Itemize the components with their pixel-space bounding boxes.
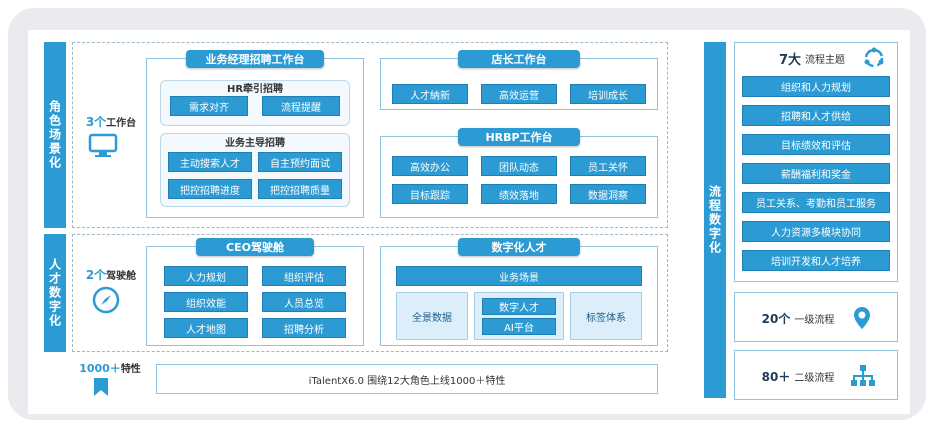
theme-item-5: 员工关系、考勤和员工服务 bbox=[742, 192, 890, 213]
theme-item-4: 薪酬福利和奖金 bbox=[742, 163, 890, 184]
tag-system-box: 标签体系 bbox=[570, 292, 642, 340]
traits-count: 1000＋特性 bbox=[72, 360, 148, 376]
ceo-item-1: 人力规划 bbox=[164, 266, 248, 286]
level1-panel bbox=[734, 292, 898, 342]
talent-digital-label: 人才数字化 bbox=[47, 258, 62, 328]
digital-talent-title: 数字化人才 bbox=[458, 238, 580, 256]
traits-banner: iTalentX6.0 围绕12大角色上线1000＋特性 bbox=[156, 364, 658, 394]
location-pin-icon bbox=[854, 307, 870, 329]
cockpit-count-number: 2个 bbox=[85, 268, 107, 282]
hrbp-title: HRBP工作台 bbox=[458, 128, 580, 146]
ceo-item-5: 人才地图 bbox=[164, 318, 248, 338]
business-manager-title: 业务经理招聘工作台 bbox=[186, 50, 324, 68]
store-item-1: 人才納新 bbox=[392, 84, 468, 104]
ceo-item-3: 组织效能 bbox=[164, 292, 248, 312]
active-search-box: 主动搜索人才 bbox=[168, 152, 252, 172]
theme-item-1: 组织和人力规划 bbox=[742, 76, 890, 97]
ceo-item-2: 组织评估 bbox=[262, 266, 346, 286]
process-digital-bar: 流程数字化 bbox=[704, 42, 726, 398]
traits-count-number: 1000＋ bbox=[79, 362, 121, 375]
role-scenario-bar: 角色场景化 bbox=[44, 42, 66, 228]
control-progress-box: 把控招聘进度 bbox=[168, 179, 252, 199]
theme-item-6: 人力资源多模块协同 bbox=[742, 221, 890, 242]
hrbp-item-4: 目标跟踪 bbox=[392, 184, 468, 204]
level2-unit: 二级流程 bbox=[794, 372, 835, 384]
panoramic-data-box: 全景数据 bbox=[396, 292, 468, 340]
store-manager-title: 店长工作台 bbox=[458, 50, 580, 68]
traits-count-unit: 特性 bbox=[120, 364, 141, 375]
process-reminder-box: 流程提醒 bbox=[262, 96, 340, 116]
level2-number: 80＋ bbox=[761, 369, 791, 384]
hrbp-item-3: 员工关怀 bbox=[570, 156, 646, 176]
store-item-2: 高效运营 bbox=[481, 84, 557, 104]
store-item-3: 培训成长 bbox=[570, 84, 646, 104]
org-tree-icon bbox=[851, 365, 875, 386]
hr-group-title: HR牵引招聘 bbox=[226, 84, 284, 95]
ceo-item-6: 招聘分析 bbox=[262, 318, 346, 338]
themes-header: 7大 流程主题 bbox=[762, 48, 862, 68]
self-schedule-box: 自主预约面试 bbox=[258, 152, 342, 172]
theme-item-7: 培训开发和人才培养 bbox=[742, 250, 890, 271]
cockpit-count-unit: 驾驶舱 bbox=[106, 271, 137, 282]
level2-label: 80＋ 二级流程 bbox=[748, 366, 848, 386]
workbench-count-unit: 工作台 bbox=[106, 118, 137, 129]
workbench-count: 3个工作台 bbox=[80, 113, 142, 130]
process-digital-label: 流程数字化 bbox=[707, 185, 722, 255]
control-quality-box: 把控招聘质量 bbox=[258, 179, 342, 199]
digital-talent-box: 数字人才 bbox=[482, 298, 556, 315]
monitor-icon bbox=[88, 133, 118, 157]
biz-group-title: 业务主导招聘 bbox=[225, 138, 285, 149]
need-align-box: 需求对齐 bbox=[170, 96, 248, 116]
workbench-count-number: 3个 bbox=[85, 115, 107, 129]
bookmark-icon bbox=[94, 378, 108, 396]
hrbp-item-1: 高效办公 bbox=[392, 156, 468, 176]
hrbp-panel bbox=[380, 136, 658, 218]
themes-number: 7大 bbox=[778, 52, 802, 68]
hrbp-item-6: 数据洞察 bbox=[570, 184, 646, 204]
business-scene-bar: 业务场景 bbox=[396, 266, 642, 286]
theme-item-3: 目标绩效和评估 bbox=[742, 134, 890, 155]
theme-item-2: 招聘和人才供给 bbox=[742, 105, 890, 126]
cockpit-count: 2个驾驶舱 bbox=[80, 266, 142, 283]
role-scenario-label: 角色场景化 bbox=[47, 100, 62, 170]
hrbp-item-2: 团队动态 bbox=[481, 156, 557, 176]
ceo-cockpit-title: CEO驾驶舱 bbox=[196, 238, 314, 256]
level1-unit: 一级流程 bbox=[794, 314, 835, 326]
themes-unit: 流程主题 bbox=[805, 54, 846, 66]
ceo-item-4: 人员总览 bbox=[262, 292, 346, 312]
level1-label: 20个 一级流程 bbox=[748, 308, 848, 328]
talent-digital-bar: 人才数字化 bbox=[44, 234, 66, 352]
level1-number: 20个 bbox=[761, 311, 791, 326]
cycle-icon bbox=[864, 47, 884, 68]
compass-icon bbox=[92, 286, 120, 314]
ai-platform-box: AI平台 bbox=[482, 318, 556, 335]
hrbp-item-5: 绩效落地 bbox=[481, 184, 557, 204]
